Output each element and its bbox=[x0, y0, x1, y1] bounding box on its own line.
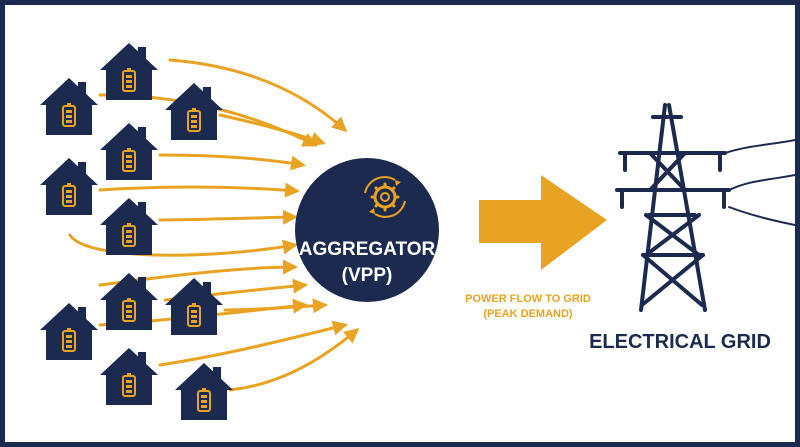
homes-cluster bbox=[40, 43, 233, 420]
power-flow-label: POWER FLOW TO GRID bbox=[465, 293, 591, 305]
flow-arrow bbox=[158, 320, 348, 367]
aggregator-subtitle: (VPP) bbox=[342, 265, 393, 286]
house-battery-icon bbox=[100, 348, 158, 405]
house-battery-icon bbox=[40, 303, 98, 360]
flow-arrow bbox=[158, 153, 306, 171]
house-battery-icon bbox=[40, 158, 98, 215]
flow-arrow bbox=[223, 298, 328, 314]
aggregator-title: AGGREGATOR bbox=[299, 239, 436, 260]
house-battery-icon bbox=[165, 83, 223, 140]
house-battery-icon bbox=[100, 123, 158, 180]
gear-cycle-icon bbox=[364, 176, 406, 218]
house-battery-icon bbox=[100, 273, 158, 330]
power-flow-sublabel: (PEAK DEMAND) bbox=[483, 308, 573, 320]
grid-label: ELECTRICAL GRID bbox=[589, 331, 771, 353]
flow-arrow bbox=[158, 209, 298, 225]
flow-arrow bbox=[98, 182, 300, 198]
power-flow-arrow bbox=[479, 175, 607, 270]
aggregator-node: AGGREGATOR (VPP) bbox=[295, 158, 439, 302]
house-battery-icon bbox=[100, 198, 158, 255]
flow-arrow bbox=[218, 113, 326, 147]
house-battery-icon bbox=[165, 278, 223, 335]
house-battery-icon bbox=[100, 43, 158, 100]
house-battery-icon bbox=[40, 78, 98, 135]
house-battery-icon bbox=[175, 363, 233, 420]
vpp-diagram: AGGREGATOR (VPP) POWER FLOW TO GRID (PEA… bbox=[40, 43, 795, 420]
flow-arrow bbox=[68, 233, 298, 257]
flow-arrow bbox=[228, 328, 360, 392]
transmission-tower-icon bbox=[615, 103, 795, 312]
flow-arrow bbox=[168, 58, 348, 133]
